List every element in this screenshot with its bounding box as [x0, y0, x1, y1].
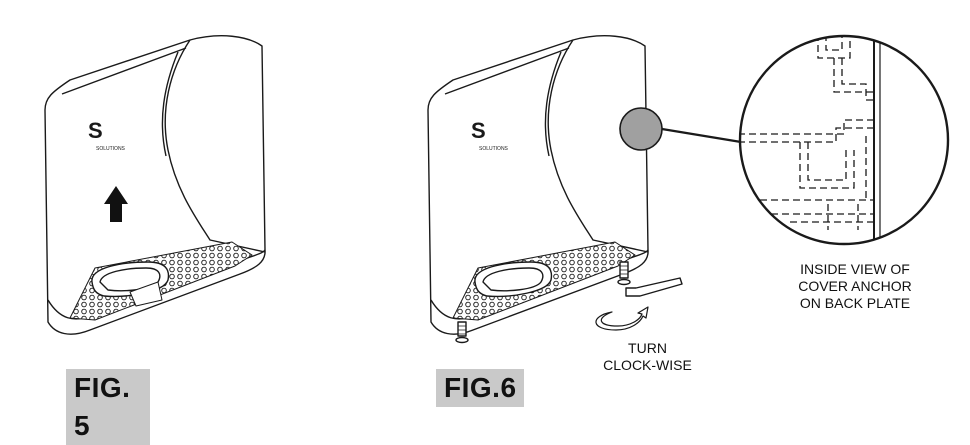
anchor-highlight-circle [619, 107, 663, 151]
svg-text:S: S [471, 118, 486, 143]
screw-right [617, 261, 631, 286]
fig5-label: FIG. 5 [66, 369, 150, 445]
allen-key [625, 277, 683, 297]
svg-text:SOLUTIONS: SOLUTIONS [479, 146, 509, 152]
screw-left [455, 321, 469, 344]
turn-caption-line-1: TURN [628, 340, 667, 356]
fig6-dryer-drawing: S SOLUTIONS [427, 35, 742, 344]
turn-clockwise-caption: TURN CLOCK-WISE [590, 340, 705, 374]
turn-caption-line-2: CLOCK-WISE [603, 357, 692, 373]
inside-caption-line-3: ON BACK PLATE [799, 295, 911, 311]
inside-view-caption: INSIDE VIEW OF COVER ANCHOR ON BACK PLAT… [760, 261, 950, 312]
fig6-label: FIG.6 [436, 369, 524, 407]
inside-view-detail [738, 34, 950, 246]
inside-caption-line-2: COVER ANCHOR [798, 278, 912, 294]
svg-text:SOLUTIONS: SOLUTIONS [96, 146, 126, 152]
inside-caption-line-1: INSIDE VIEW OF [800, 261, 910, 277]
fig5-dryer-drawing: S SOLUTIONS [44, 35, 266, 335]
clockwise-arrow [595, 306, 649, 331]
svg-text:S: S [88, 118, 103, 143]
installation-diagram: S SOLUTIONS S SOLUTIONS [44, 34, 950, 344]
